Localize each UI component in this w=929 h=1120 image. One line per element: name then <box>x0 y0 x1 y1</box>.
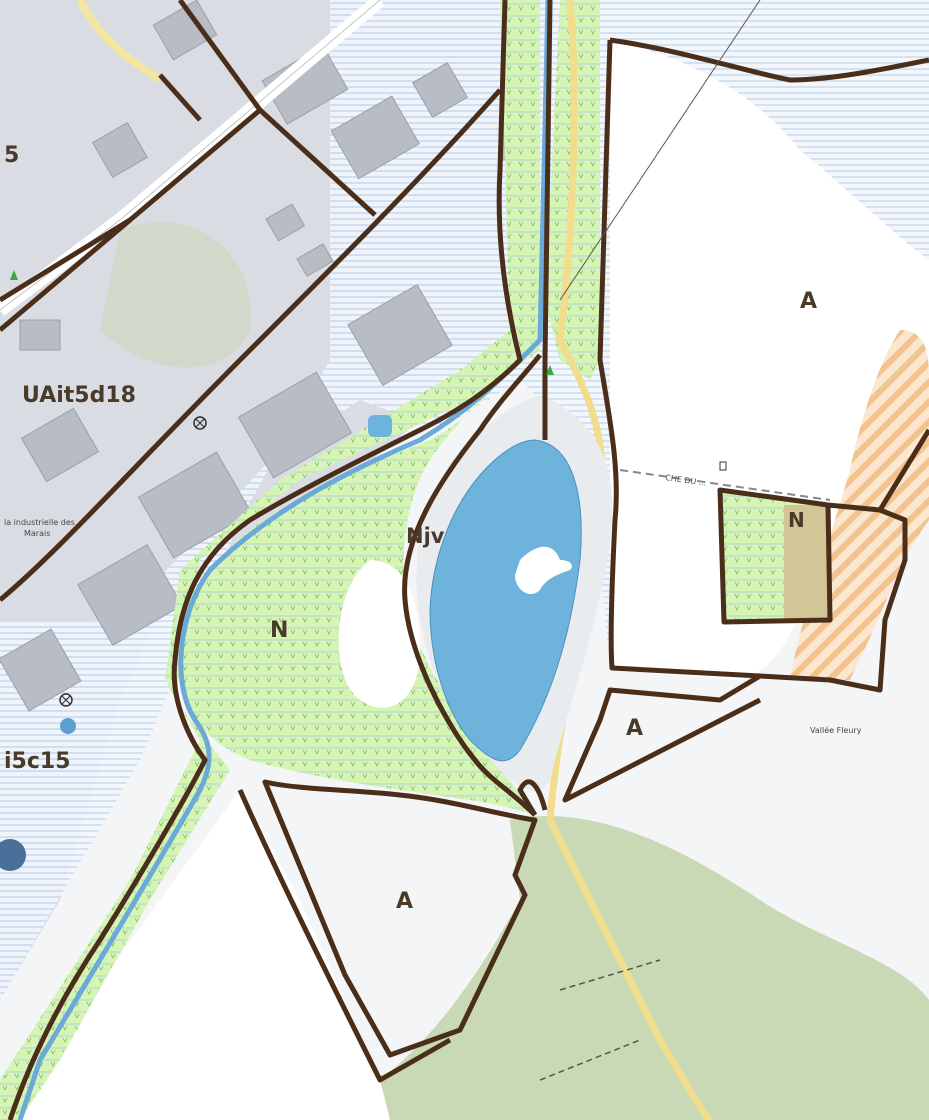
tree-icon-2 <box>10 270 18 280</box>
canal-green-band <box>0 0 540 1120</box>
zone-label-n-west: N <box>270 618 288 643</box>
south-west-field <box>0 790 390 1120</box>
lake-island <box>515 546 572 595</box>
utility-symbol-cross <box>195 418 205 428</box>
field-west-of-lake <box>338 560 420 708</box>
forest-area-north <box>100 222 252 368</box>
dashed-path-south <box>539 959 661 1081</box>
forest-area <box>380 816 929 1120</box>
utility-symbol-icon-2 <box>59 693 73 707</box>
industrial-zone-label-2: Marais <box>24 529 50 538</box>
utility-symbol-icon <box>193 416 207 430</box>
canal <box>17 0 551 1120</box>
zone-label-fragment: 5 <box>4 143 19 168</box>
water-tank-icon-2 <box>0 839 26 871</box>
roundabout-road <box>76 0 163 84</box>
industrial-zone-label: la industrielle des <box>4 518 75 527</box>
lake[interactable] <box>429 439 582 762</box>
buildings <box>0 0 525 712</box>
utility-symbol-cross-2 <box>61 695 71 705</box>
main-road-west-outline <box>0 0 381 311</box>
water-tank-icon <box>60 718 76 734</box>
zone-label-a-east: A <box>800 289 817 314</box>
pond-icon <box>368 415 392 437</box>
zone-label-a-south: A <box>396 889 413 914</box>
zone-label-njv: Njv <box>406 524 445 548</box>
pole-marker-icon <box>719 461 727 471</box>
vallee-label: Vallée Fleury <box>810 725 862 735</box>
power-line <box>559 0 761 301</box>
zone-label-uait: UAit5d18 <box>22 383 136 408</box>
zone-label-i5c15: i5c15 <box>4 749 71 774</box>
tree-icon <box>546 365 554 375</box>
railway <box>619 469 831 501</box>
zone-label-n-small: N <box>788 508 805 532</box>
zone-label-a-center: A <box>626 716 643 741</box>
zone-n-small-tan <box>784 505 828 620</box>
